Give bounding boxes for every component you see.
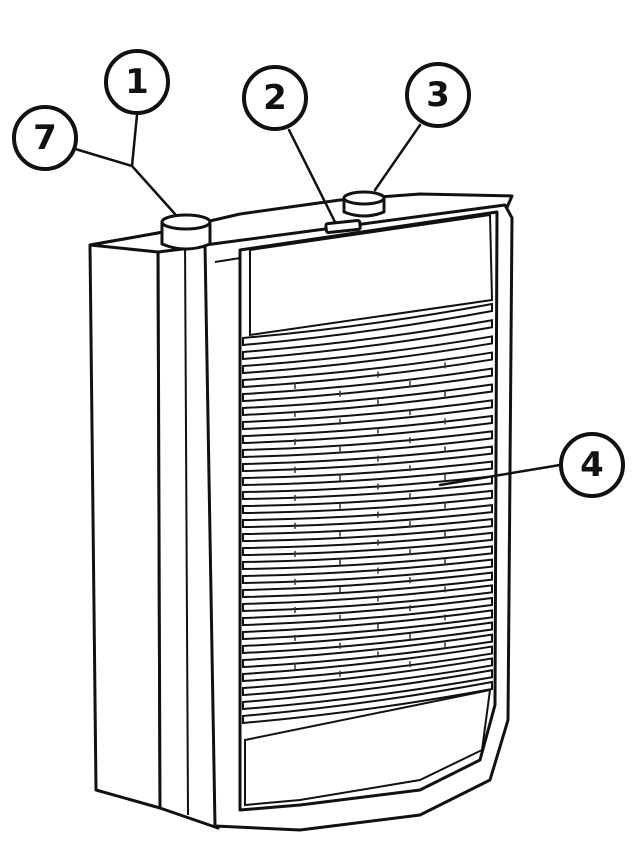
frame-step-line-2 (184, 239, 189, 816)
callout-1: 1 (104, 49, 170, 115)
grille-slat (242, 430, 493, 459)
callout-3: 3 (405, 62, 471, 128)
callout-2: 2 (242, 65, 308, 131)
grille-slat (242, 319, 493, 361)
callout-4: 4 (559, 432, 625, 498)
grille-slat (242, 383, 493, 417)
grille-slat (242, 302, 493, 347)
grille-slat (242, 633, 493, 669)
indicator-light (324, 218, 362, 235)
grille-slat (242, 367, 493, 403)
left-knob (160, 213, 212, 251)
callout-1-label: 1 (125, 62, 149, 102)
grille-slat (242, 460, 493, 487)
callout-7-label: 7 (33, 118, 57, 158)
grille-slat (242, 680, 493, 725)
callout-4-label: 4 (580, 445, 604, 485)
frame-step-line (214, 256, 241, 810)
grille-slat (242, 609, 493, 641)
grille-slat (242, 621, 493, 655)
grille-slat (242, 545, 493, 571)
callout-2-label: 2 (263, 78, 287, 118)
front-grille (242, 302, 493, 725)
grille-slat (242, 657, 493, 697)
upper-face-panel (249, 213, 494, 337)
grille-slat (242, 596, 493, 627)
callout-3-label: 3 (426, 75, 450, 115)
grille-slat (242, 351, 493, 389)
right-knob (342, 190, 386, 218)
leader-line-7 (70, 146, 177, 216)
grille-slat (242, 475, 493, 501)
grille-slat (242, 504, 493, 529)
grille-slat (242, 445, 493, 473)
grille-slat (242, 518, 493, 543)
callout-7: 7 (12, 105, 78, 171)
grille-slat (242, 584, 493, 613)
grille-interior-marks (294, 362, 446, 677)
grille-slat (242, 669, 493, 711)
leader-line-2 (287, 128, 337, 224)
leader-line-1 (130, 113, 139, 168)
heater-side-panel (88, 231, 162, 810)
grille-slat (242, 571, 493, 599)
leader-line-3 (373, 123, 422, 192)
grille-slat (242, 645, 493, 683)
grille-slat (242, 414, 493, 445)
leader-line-4 (438, 463, 562, 487)
grille-slat (242, 399, 493, 431)
grille-slat (242, 531, 493, 557)
grille-slat (242, 335, 493, 375)
grille-slat (242, 489, 493, 515)
grille-slat (242, 558, 493, 585)
